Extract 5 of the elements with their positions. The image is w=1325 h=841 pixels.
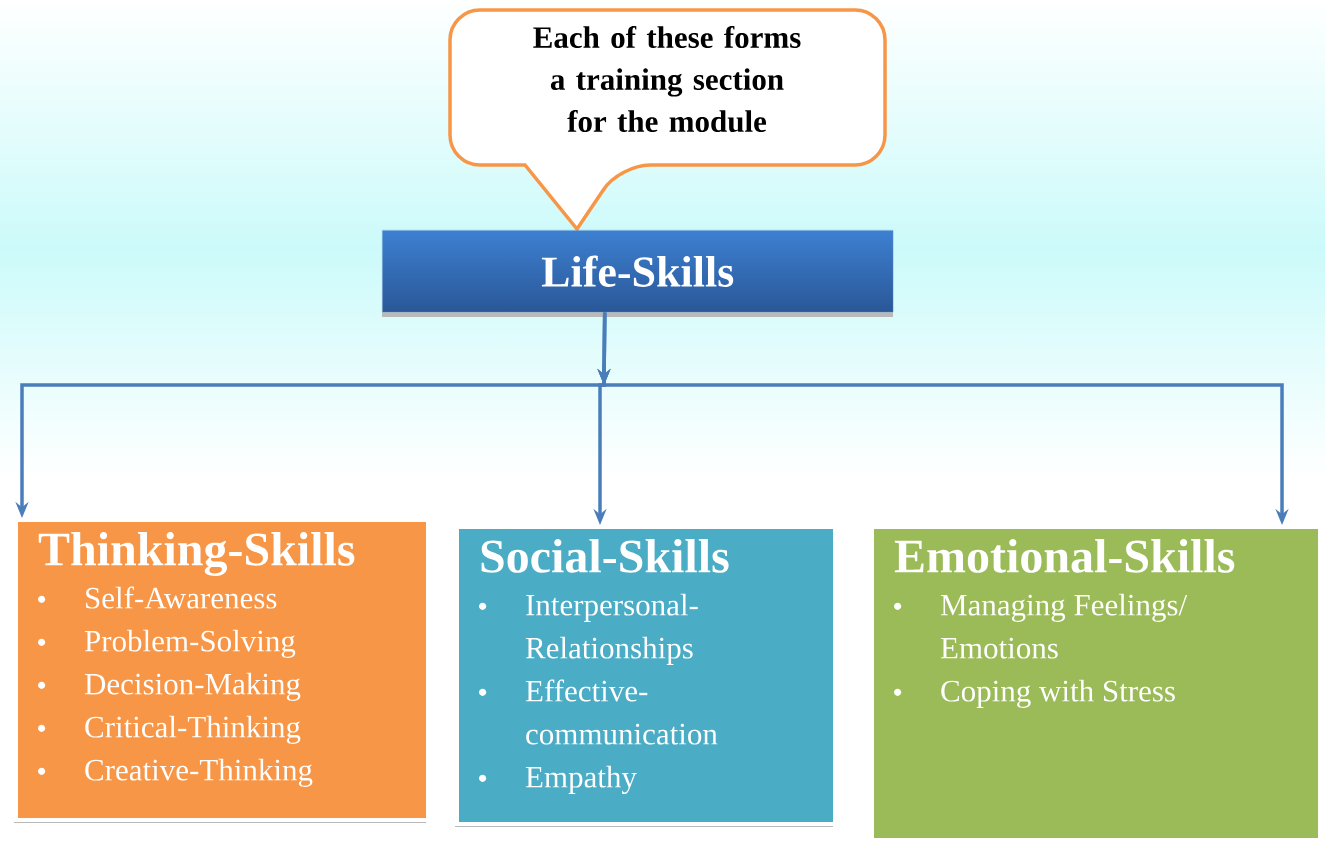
skill-box: Social-Skills Interpersonal-Relationships Effective-communication Empathy	[455, 525, 837, 827]
callout-bubble: Each of these forms a training section for the module	[448, 8, 887, 231]
title-box: Life-Skills	[382, 230, 894, 317]
skill-box: Thinking-Skills Self-Awareness Problem-Solving Decision-Making Critical-Thinking Creative-Thinking	[14, 518, 430, 823]
skill-box: Emotional-Skills Managing Feelings/ Emotions Coping with Stress	[870, 525, 1323, 841]
